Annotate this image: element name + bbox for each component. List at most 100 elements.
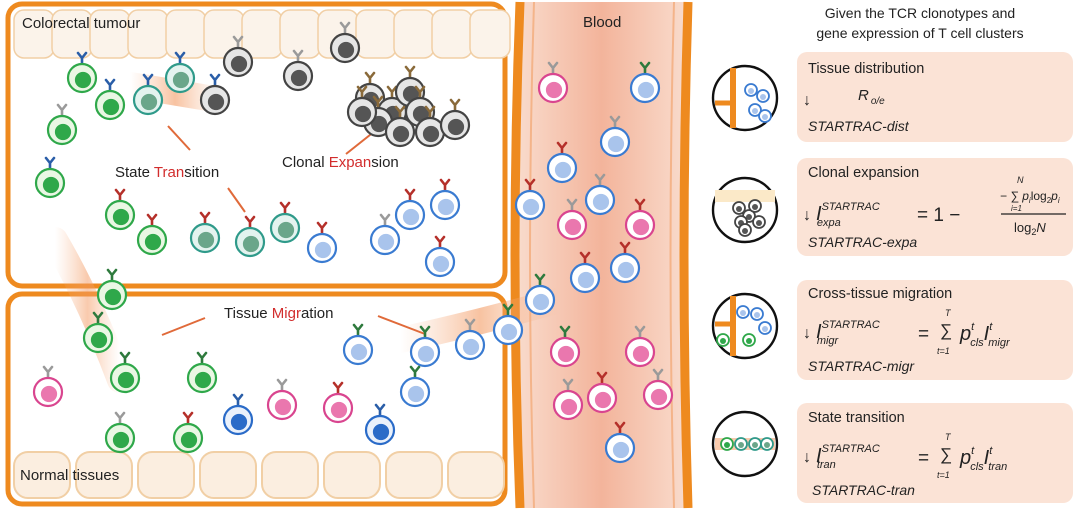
pointer-lines (161, 125, 426, 336)
t-cell (394, 188, 426, 231)
t-cell (454, 318, 486, 361)
sum-upper: T (945, 432, 952, 442)
t-cell (609, 241, 641, 284)
tissue-cell (469, 9, 511, 59)
state-transition-label: State Transition (115, 164, 219, 181)
t-cell (282, 49, 314, 92)
t-cell (269, 201, 301, 244)
clonal-expansion-label: Clonal Expansion (282, 154, 399, 171)
t-cell (524, 273, 556, 316)
down-arrow-icon: ↓ (803, 207, 811, 224)
t-cell (439, 98, 471, 141)
t-cell (624, 198, 656, 241)
t-cell (584, 173, 616, 216)
sigma-icon: ∑ (940, 445, 952, 464)
down-arrow-icon: ↓ (803, 449, 811, 466)
t-cell (172, 411, 204, 454)
tissue-cell (75, 451, 133, 499)
panel-title: Tissue distribution (808, 61, 924, 77)
panel-icon (711, 176, 779, 244)
t-cell (46, 103, 78, 146)
t-cell (94, 78, 126, 121)
tissue-cell (447, 451, 505, 499)
sum-upper: T (945, 308, 952, 318)
t-cell (164, 51, 196, 94)
t-cell (546, 141, 578, 184)
t-cell (429, 178, 461, 221)
tissue-cell (261, 451, 319, 499)
t-cell (199, 73, 231, 116)
normal-compartment (5, 291, 508, 507)
down-arrow-icon: ↓ (803, 92, 811, 109)
formula-equals: = (918, 448, 929, 469)
t-cell (266, 378, 298, 421)
t-cell (492, 303, 524, 346)
tissue-cell (385, 451, 443, 499)
t-cell (222, 393, 254, 436)
t-cell (624, 325, 656, 368)
t-cell (66, 51, 98, 94)
t-cell (104, 188, 136, 231)
method-name: STARTRAC-tran (812, 482, 915, 498)
method-name: STARTRAC-migr (808, 358, 915, 374)
t-cell (556, 198, 588, 241)
t-cell (369, 213, 401, 256)
tissue-cell (393, 9, 435, 59)
t-cell (549, 325, 581, 368)
sum-lower: i=1 (1011, 204, 1022, 213)
t-cell (586, 371, 618, 414)
normal-tissues-label: Normal tissues (20, 467, 119, 484)
t-cell (346, 85, 378, 128)
panel-icon (711, 292, 779, 360)
down-arrow-icon: ↓ (803, 325, 811, 342)
panel-title: Clonal expansion (808, 165, 919, 181)
t-cell (104, 411, 136, 454)
tissue-migration-label: Tissue Migration (224, 305, 334, 322)
t-cell (322, 381, 354, 424)
sum-upper: N (1017, 175, 1024, 185)
header-line-2: gene expression of T cell clusters (816, 25, 1023, 41)
t-cell (537, 61, 569, 104)
t-cell (132, 73, 164, 116)
t-cell (364, 403, 396, 446)
t-cell (189, 211, 221, 254)
normal-tissue-cells (13, 451, 505, 499)
tumour-label: Colorectal tumour (22, 15, 140, 32)
t-cell-layer (32, 21, 674, 464)
t-cell (569, 251, 601, 294)
t-cell (32, 365, 64, 408)
sum-lower: t=1 (937, 470, 950, 480)
panel-icon (711, 410, 779, 478)
t-cell (384, 105, 416, 148)
t-cell (424, 235, 456, 278)
tissue-cell (199, 451, 257, 499)
t-cell (306, 221, 338, 264)
tumour-tissue-cells (13, 9, 511, 59)
t-cell (234, 215, 266, 258)
formula-equals: = 1 − (917, 205, 960, 226)
t-cell (186, 351, 218, 394)
t-cell (604, 421, 636, 464)
panel-title: Cross-tissue migration (808, 286, 952, 302)
tissue-cell (279, 9, 321, 59)
tissue-cell (355, 9, 397, 59)
t-cell (552, 378, 584, 421)
t-cell (329, 21, 361, 64)
sigma-icon: ∑ (940, 321, 952, 340)
blood-label: Blood (583, 14, 621, 31)
tissue-cell (13, 451, 71, 499)
t-cell (514, 178, 546, 221)
formula-equals: = (918, 324, 929, 345)
t-cell (136, 213, 168, 256)
tissue-cell (137, 451, 195, 499)
panel-icons (711, 64, 779, 478)
panel-icon (711, 64, 779, 132)
